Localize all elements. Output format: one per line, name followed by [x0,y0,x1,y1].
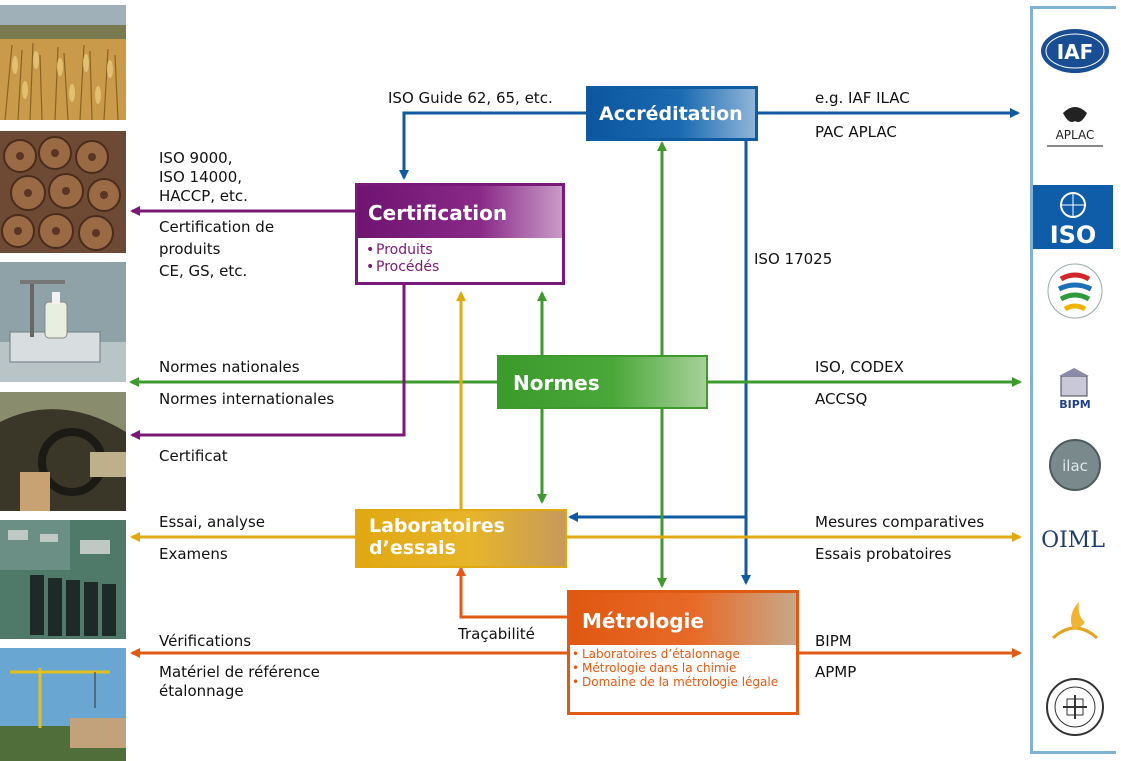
metrology-seal-logo [1033,669,1116,741]
metrologie-box: Métrologie Laboratoires d’étalonnage Mét… [567,590,799,715]
metrologie-item: Laboratoires d’étalonnage [572,647,790,661]
lab-scale-photo [0,262,126,382]
golden-flame-logo [1033,594,1116,654]
circuit-board-photo [0,520,126,639]
certification-title: Certification [358,186,562,238]
laboratoires-title-line2: d’essais [369,537,456,559]
bipm-logo-text: BIPM [1059,398,1091,411]
arrow-metrologie-to-labs [456,566,567,619]
label-iso-codex: ISO, CODEX [815,358,904,376]
laboratoires-title-line1: Laboratoires [369,515,505,537]
metrologie-item: Domaine de la métrologie légale [572,675,790,689]
label-bipm: BIPM [815,632,852,650]
label-eg-iaf-ilac: e.g. IAF ILAC [815,89,910,107]
label-apmp: APMP [815,663,857,681]
label-certificat: Certificat [159,447,228,465]
iaf-logo-text: IAF [1057,40,1094,64]
label-pac-aplac: PAC APLAC [815,123,897,141]
label-examens: Examens [159,545,228,563]
label-haccp: HACCP, etc. [159,187,248,205]
bipm-logo: BIPM [1033,364,1116,424]
label-normes-nationales: Normes nationales [159,358,300,376]
metrologie-items: Laboratoires d’étalonnage Métrologie dan… [572,647,790,689]
label-mesures-comparatives: Mesures comparatives [815,513,985,531]
construction-crane-photo [0,648,126,761]
label-verifications: Vérifications [159,632,252,650]
arrow-certification-to-certificat [130,285,406,440]
iaf-logo: IAF [1033,19,1116,79]
cable-rolls-photo [0,131,126,253]
label-iso-guide: ISO Guide 62, 65, etc. [388,89,553,107]
label-accsq: ACCSQ [815,390,868,408]
certification-item: Procédés [366,259,439,276]
laboratoires-box: Laboratoires d’essais [355,509,567,568]
aplac-logo-text: APLAC [1056,128,1095,142]
ilac-logo-text: ilac [1062,457,1088,475]
label-etalonnage: étalonnage [159,682,244,700]
oiml-logo: OIML [1033,509,1116,569]
arrow-accreditation-to-certification [399,111,586,180]
car-interior-photo [0,392,126,511]
label-essai-analyse: Essai, analyse [159,513,265,531]
accreditation-title: Accréditation [599,103,743,125]
label-certification-produits-1: Certification de [159,218,275,236]
label-materiel-reference: Matériel de référence [159,663,320,681]
organization-logos-panel: IAF APLAC ISO [1030,6,1116,754]
label-normes-internationales: Normes internationales [159,390,335,408]
metrologie-item: Métrologie dans la chimie [572,661,790,675]
label-iso-14000: ISO 14000, [159,168,243,186]
ilac-logo: ilac [1033,429,1116,499]
oiml-logo-text: OIML [1041,528,1105,553]
label-iso-17025: ISO 17025 [754,250,833,268]
label-ce-gs: CE, GS, etc. [159,262,248,280]
normes-title: Normes [513,371,600,395]
wheat-field-photo [0,5,126,120]
wto-logo [1033,259,1116,321]
normes-box: Normes [497,355,708,409]
certification-item: Produits [366,242,439,259]
label-essais-probatoires: Essais probatoires [815,545,952,563]
certification-items: Produits Procédés [366,242,439,276]
accreditation-box: Accréditation [586,86,758,141]
metrologie-title: Métrologie [570,593,796,645]
aplac-logo: APLAC [1033,99,1116,159]
certification-box: Certification Produits Procédés [355,183,565,285]
iso-logo: ISO [1033,181,1116,253]
label-iso-9000: ISO 9000, [159,149,233,167]
label-certification-produits-2: produits [159,240,221,258]
iso-logo-text: ISO [1050,221,1097,249]
label-tracabilite: Traçabilité [458,625,535,643]
